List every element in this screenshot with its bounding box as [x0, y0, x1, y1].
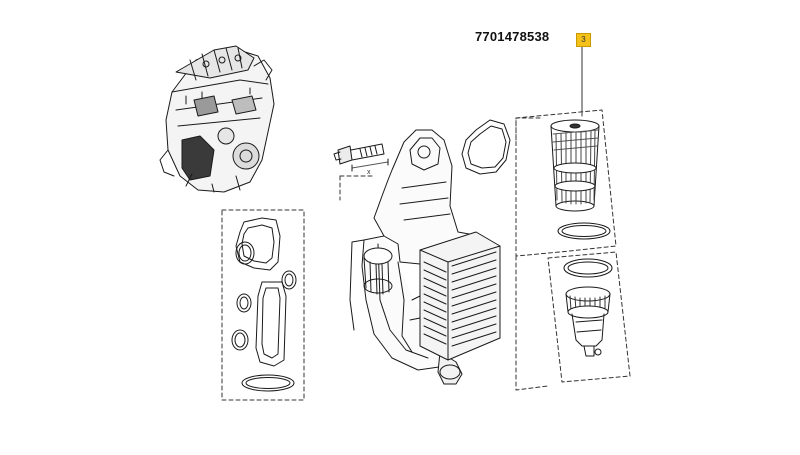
oil-filter-cartridge: [550, 119, 600, 212]
part-number-label: 7701478538: [475, 29, 550, 44]
dimension-label: x: [367, 169, 371, 176]
gasket-kit: [221, 209, 305, 401]
oil-cooler: [409, 231, 501, 361]
housing-gasket: [461, 119, 511, 175]
filter-frame: [515, 109, 631, 391]
engine-assembly: [159, 45, 275, 193]
callout-badge[interactable]: 3: [576, 33, 591, 47]
filter-o-ring: [557, 222, 611, 240]
cap-o-ring: [563, 258, 613, 278]
filter-cap: [565, 286, 611, 357]
mounting-bolt: [333, 143, 389, 172]
